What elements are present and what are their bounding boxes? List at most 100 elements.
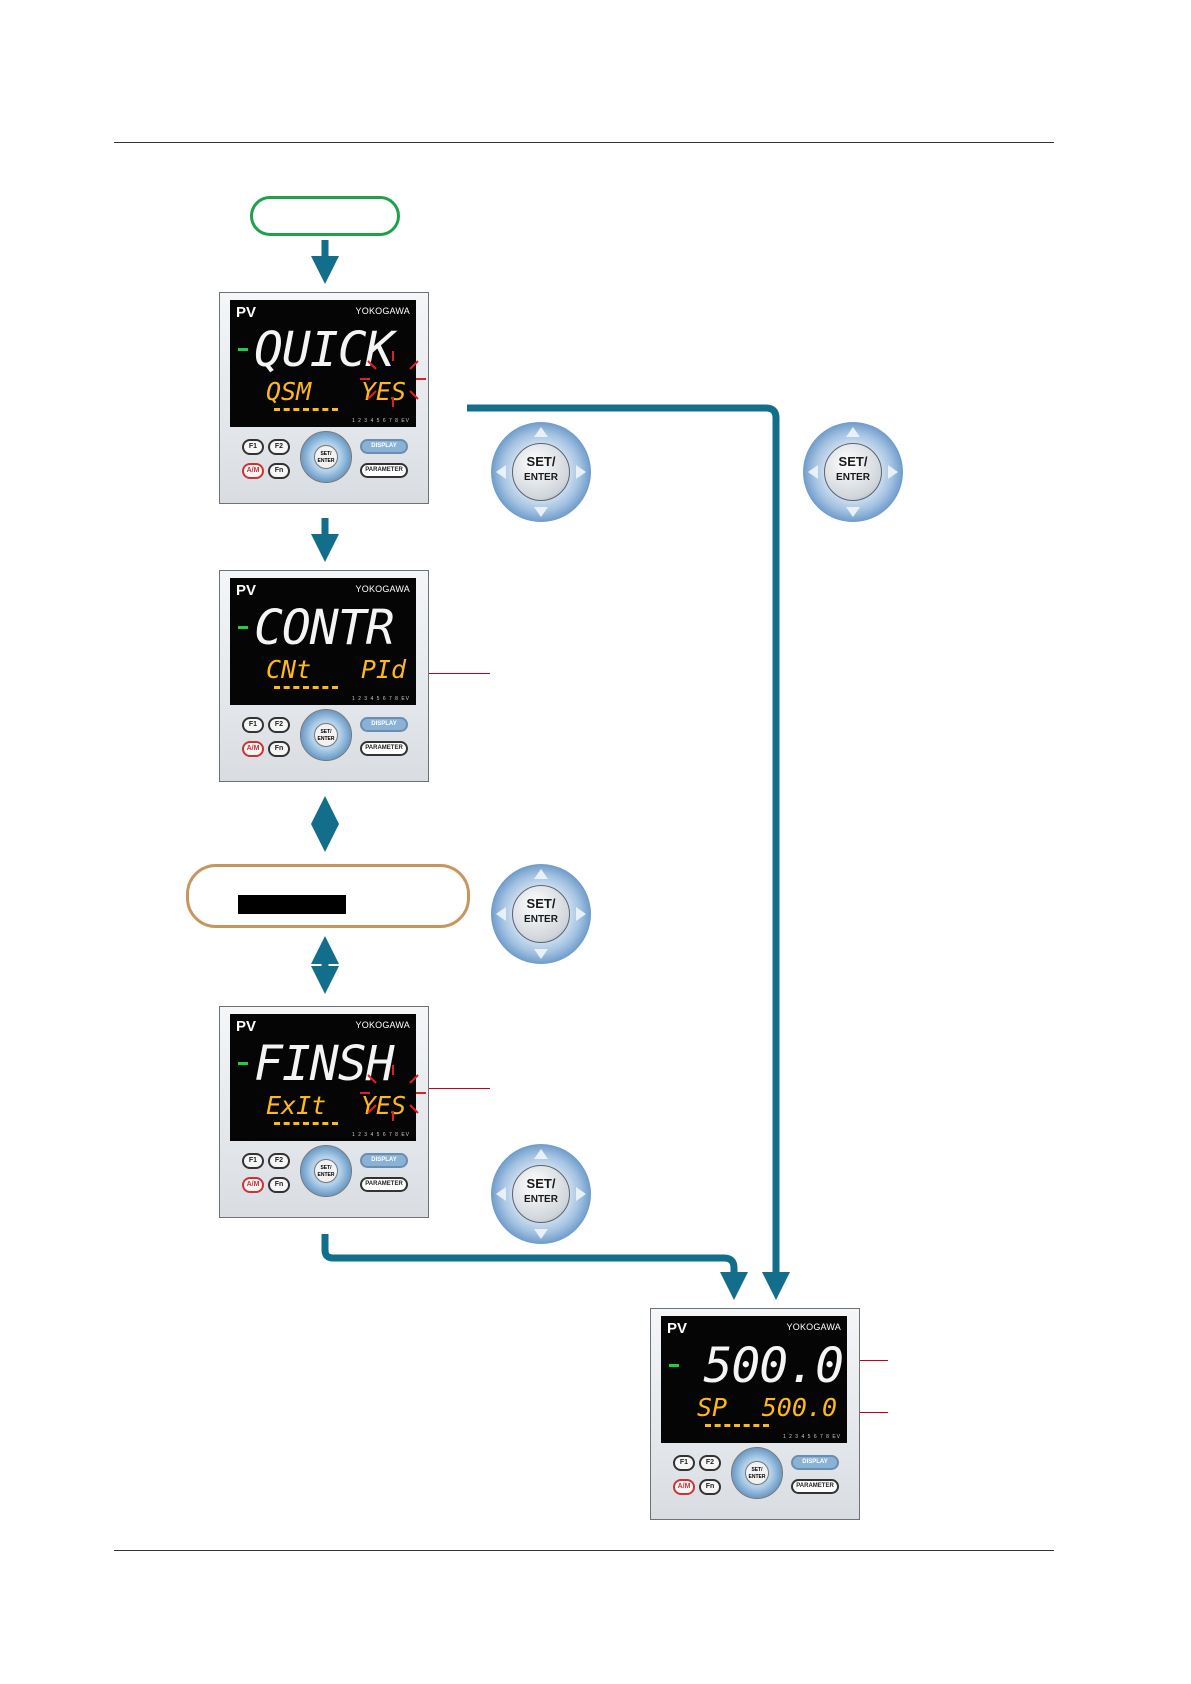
am-button[interactable]: A/M <box>242 1177 264 1193</box>
enter-label: ENTER <box>524 1194 558 1205</box>
pv-label: PV <box>236 582 257 599</box>
up-arrow-icon[interactable] <box>534 1149 548 1159</box>
down-arrow-icon[interactable] <box>846 507 860 517</box>
set-enter-dial[interactable]: SET/ENTER <box>300 1145 352 1197</box>
brand-label: YOKOGAWA <box>355 584 410 594</box>
pv-label: PV <box>667 1320 688 1337</box>
down-arrow-icon[interactable] <box>534 1229 548 1239</box>
sub-display-left: ExIt <box>266 1091 327 1120</box>
pv-label: PV <box>236 304 257 321</box>
set-enter-dial[interactable]: SET/ENTER <box>731 1447 783 1499</box>
bar-indicator <box>274 408 338 413</box>
set-label: SET/ <box>838 454 868 469</box>
right-arrow-icon[interactable] <box>576 1187 586 1201</box>
channel-numbers: 1 2 3 4 5 6 7 8 EV <box>782 1434 841 1440</box>
status-indicator <box>238 1062 248 1065</box>
set-enter-key[interactable]: SET/ENTER <box>824 443 882 501</box>
am-button[interactable]: A/M <box>242 463 264 479</box>
channel-numbers: 1 2 3 4 5 6 7 8 EV <box>351 1132 410 1138</box>
right-arrow-icon[interactable] <box>576 907 586 921</box>
up-arrow-icon[interactable] <box>846 427 860 437</box>
controller-operation-screen: PV YOKOGAWA 500.0 SP 500.0 1 2 3 4 5 6 7… <box>650 1308 860 1520</box>
display-button[interactable]: DISPLAY <box>360 1153 408 1168</box>
controller-contr-screen: PV YOKOGAWA CONTR CNt PId 1 2 3 4 5 6 7 … <box>219 570 429 782</box>
am-button[interactable]: A/M <box>242 741 264 757</box>
set-enter-dial[interactable]: SET/ENTER <box>300 431 352 483</box>
blink-icon <box>360 1065 426 1121</box>
blink-icon <box>360 351 426 407</box>
header-rule <box>114 142 1054 143</box>
f2-button[interactable]: F2 <box>268 439 290 455</box>
parameter-button[interactable]: PARAMETER <box>360 1177 408 1192</box>
status-indicator <box>238 626 248 629</box>
enter-label: ENTER <box>524 472 558 483</box>
sub-display-right: PId <box>360 655 406 684</box>
main-display: FINSH <box>254 1036 395 1092</box>
brand-label: YOKOGAWA <box>355 306 410 316</box>
right-arrow-icon[interactable] <box>576 465 586 479</box>
sub-display-right: YES <box>360 377 406 406</box>
keypad: F1 F2 A/M Fn SET/ENTER DISPLAY PARAMETER <box>220 1145 428 1215</box>
parameter-button[interactable]: PARAMETER <box>360 463 408 478</box>
f1-button[interactable]: F1 <box>242 439 264 455</box>
left-arrow-icon[interactable] <box>496 1187 506 1201</box>
fn-button[interactable]: Fn <box>699 1479 721 1495</box>
fn-button[interactable]: Fn <box>268 1177 290 1193</box>
pv-label: PV <box>236 1018 257 1035</box>
enter-label: ENTER <box>317 736 335 742</box>
status-indicator <box>238 348 248 351</box>
fn-button[interactable]: Fn <box>268 741 290 757</box>
sub-display-right: YES <box>360 1091 406 1120</box>
down-arrow-icon[interactable] <box>534 949 548 959</box>
set-enter-key[interactable]: SET/ENTER <box>512 885 570 943</box>
sub-display-left: CNt <box>266 655 312 684</box>
display-button[interactable]: DISPLAY <box>360 439 408 454</box>
parameter-button[interactable]: PARAMETER <box>791 1479 839 1494</box>
f2-button[interactable]: F2 <box>268 717 290 733</box>
lcd-screen: PV YOKOGAWA FINSH ExIt YES 1 2 3 4 5 6 7… <box>230 1014 416 1141</box>
am-button[interactable]: A/M <box>673 1479 695 1495</box>
lcd-screen: PV YOKOGAWA CONTR CNt PId 1 2 3 4 5 6 7 … <box>230 578 416 705</box>
main-display: 500.0 <box>703 1338 845 1394</box>
left-arrow-icon[interactable] <box>496 907 506 921</box>
start-pill <box>250 196 400 236</box>
enter-label: ENTER <box>317 458 335 464</box>
footer-rule <box>114 1550 1054 1551</box>
up-arrow-icon[interactable] <box>534 869 548 879</box>
set-label: SET/ <box>526 454 556 469</box>
set-enter-dial-large[interactable]: SET/ENTER <box>491 422 591 522</box>
bar-indicator <box>274 1122 338 1127</box>
set-enter-key[interactable]: SET/ENTER <box>512 443 570 501</box>
enter-label: ENTER <box>317 1172 335 1178</box>
keypad: F1 F2 A/M Fn SET/ENTER DISPLAY PARAMETER <box>651 1447 859 1517</box>
up-arrow-icon[interactable] <box>534 427 548 437</box>
sub-display-right: 500.0 <box>761 1393 837 1422</box>
fn-button[interactable]: Fn <box>268 463 290 479</box>
bar-indicator <box>274 686 338 691</box>
left-arrow-icon[interactable] <box>496 465 506 479</box>
leader-line <box>412 1088 490 1089</box>
f1-button[interactable]: F1 <box>242 1153 264 1169</box>
channel-numbers: 1 2 3 4 5 6 7 8 EV <box>351 696 410 702</box>
f2-button[interactable]: F2 <box>699 1455 721 1471</box>
f1-button[interactable]: F1 <box>242 717 264 733</box>
set-enter-dial-large[interactable]: SET/ENTER <box>803 422 903 522</box>
set-enter-key[interactable]: SET/ENTER <box>512 1165 570 1223</box>
set-enter-dial-large[interactable]: SET/ENTER <box>491 864 591 964</box>
display-button[interactable]: DISPLAY <box>791 1455 839 1470</box>
brand-label: YOKOGAWA <box>786 1322 841 1332</box>
parameter-button[interactable]: PARAMETER <box>360 741 408 756</box>
redacted-label <box>238 895 346 914</box>
set-label: SET/ <box>320 451 332 457</box>
left-arrow-icon[interactable] <box>808 465 818 479</box>
set-enter-dial[interactable]: SET/ENTER <box>300 709 352 761</box>
right-arrow-icon[interactable] <box>888 465 898 479</box>
controller-finsh-screen: PV YOKOGAWA FINSH ExIt YES 1 2 3 4 5 6 7… <box>219 1006 429 1218</box>
set-label: SET/ <box>526 1176 556 1191</box>
enter-label: ENTER <box>836 472 870 483</box>
down-arrow-icon[interactable] <box>534 507 548 517</box>
display-button[interactable]: DISPLAY <box>360 717 408 732</box>
f1-button[interactable]: F1 <box>673 1455 695 1471</box>
f2-button[interactable]: F2 <box>268 1153 290 1169</box>
set-enter-dial-large[interactable]: SET/ENTER <box>491 1144 591 1244</box>
